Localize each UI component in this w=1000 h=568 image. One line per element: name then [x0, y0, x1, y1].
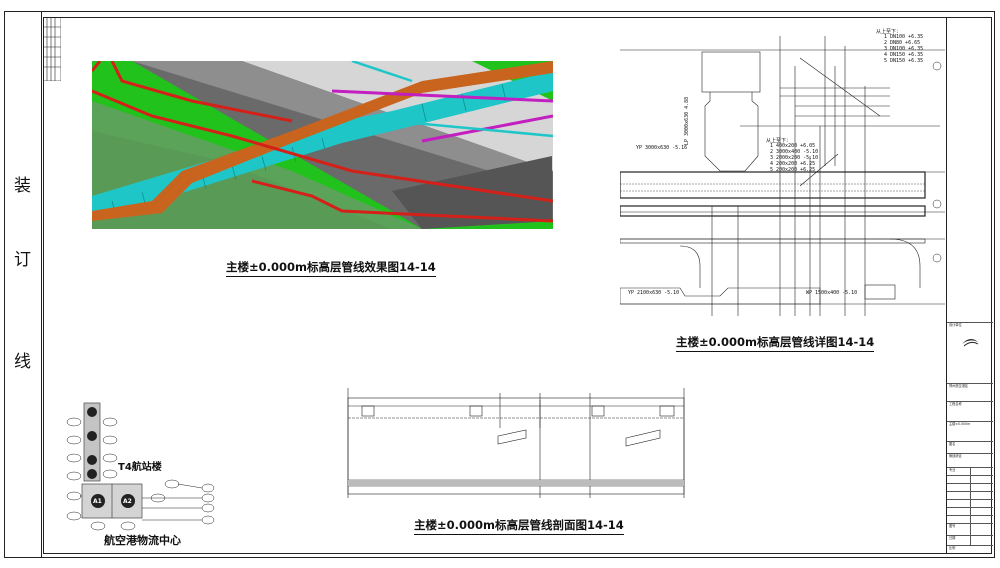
tb-project-name: 主楼±0.000m: [949, 422, 971, 426]
effect-3d-render: [92, 61, 553, 229]
pipeline-detail-plan: [620, 36, 945, 316]
binding-strip: 装 订 线: [4, 11, 42, 558]
tb-drawing-label: 图名: [949, 442, 956, 446]
effect-view-caption: 主楼±0.000m标高层管线效果图14-14: [226, 259, 436, 277]
keymap-building-label: T4航站楼: [118, 462, 162, 473]
drawing-border: [4, 11, 995, 558]
duct-label-2: YP 2100x630 -5.10: [628, 290, 680, 296]
keymap-block-a1: A1: [93, 498, 102, 505]
tb-drawing-number: 图号: [949, 524, 956, 528]
tb-project-name-label: 工程名称: [949, 402, 962, 406]
pipe-note-top-1: 1 DN100 +6.35: [884, 34, 924, 40]
pipe-note-mid-3: 3 2000x200 -5.10: [770, 155, 819, 161]
keymap-node-b5: B5: [74, 402, 82, 408]
section-view-caption: 主楼±0.000m标高层管线剖面图14-14: [414, 517, 624, 535]
pipeline-section: [347, 388, 685, 498]
revision-grid: [43, 17, 61, 81]
vertical-duct-label: LP 3000x630 4.88: [684, 96, 690, 145]
tb-discipline: 专业: [949, 468, 956, 472]
detail-view-caption: 主楼±0.000m标高层管线详图14-14: [676, 334, 875, 352]
tb-drawing-name: 管线综合: [949, 454, 962, 458]
keymap-center-label: 航空港物流中心: [104, 534, 181, 547]
pipe-note-mid-1: 1 400x200 +6.05: [770, 143, 816, 149]
keymap-node-b3: B3: [74, 450, 82, 456]
title-block: 设计单位 郑州航空港区 工程名称 主楼±0.000m 图名 管线综合 专业 图号…: [946, 17, 993, 554]
binding-char-2: 订: [14, 250, 31, 270]
pipe-note-mid-2: 2 3000x400 -5.10: [770, 149, 819, 155]
tb-project: 郑州航空港区: [949, 384, 969, 388]
keymap-block-a2: A2: [123, 498, 132, 505]
binding-char-3: 线: [14, 352, 31, 372]
pipe-note-mid-5: 5 200x200 +6.25: [770, 167, 816, 173]
tb-design-unit: 设计单位: [949, 323, 962, 327]
pipe-note-top-3: 3 DN100 +6.35: [884, 46, 924, 52]
tb-date: 日期: [949, 536, 956, 540]
pipe-note-mid-4: 4 200x200 +6.25: [770, 161, 816, 167]
company-logo: [961, 337, 979, 347]
site-key-map: [66, 402, 215, 531]
pipe-note-top-5: 5 DN150 +6.35: [884, 58, 924, 64]
keymap-node-b4: B4: [74, 426, 82, 432]
duct-label-1: YP 3000x630 -5.16: [636, 145, 688, 151]
keymap-node-b2: B2: [74, 464, 82, 470]
pipe-note-top-2: 2 DN80 +6.65: [884, 40, 921, 46]
tb-scale: 比例: [949, 546, 956, 550]
pipe-note-top-title: 从上至下：: [876, 29, 902, 35]
pipe-note-top-4: 4 DN150 +6.35: [884, 52, 924, 58]
inner-border: [43, 17, 992, 554]
duct-label-3: WP 1500x400 -5.10: [806, 290, 858, 296]
pipe-note-mid-title: 从上至下：: [766, 138, 792, 144]
binding-char-1: 装: [14, 176, 31, 196]
